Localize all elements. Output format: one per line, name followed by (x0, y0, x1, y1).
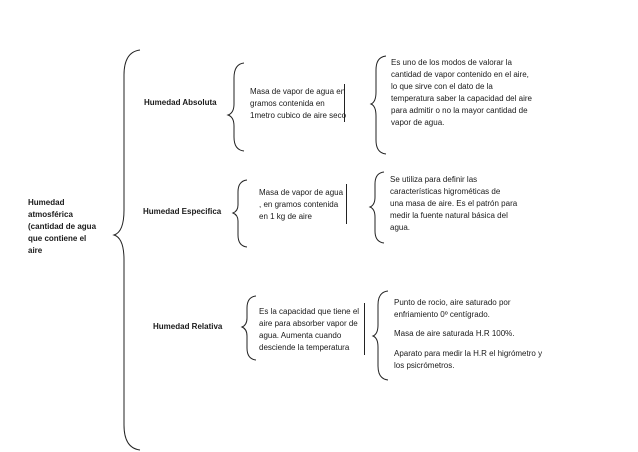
relativa-brace (240, 295, 257, 361)
definition-especifica: Masa de vapor de agua , en gramos conten… (259, 188, 344, 221)
branch-title-relativa: Humedad Relativa (153, 322, 223, 331)
especifica-def-bar (346, 184, 347, 224)
notes-relativa-2: Masa de aire saturada H.R 100%. (394, 329, 515, 338)
absoluta-brace (226, 62, 245, 152)
branch-title-absoluta: Humedad Absoluta (144, 98, 217, 107)
branch-title-especifica: Humedad Especifica (143, 207, 222, 216)
relativa-notes-brace (371, 290, 389, 381)
relativa-def-bar (364, 303, 365, 355)
definition-relativa: Es la capacidad que tiene el aire para a… (259, 307, 360, 352)
notes-relativa-1: Punto de rocio, aire saturado por enfria… (394, 298, 511, 319)
root-brace (112, 49, 141, 451)
notes-especifica: Se utiliza para definir las característi… (390, 175, 518, 232)
absoluta-def-bar (344, 84, 345, 122)
notes-absoluta: Es uno de los modos de valorar la cantid… (391, 58, 532, 127)
notes-relativa-3: Aparato para medir la H.R el higrómetro … (394, 349, 543, 370)
especifica-notes-brace (368, 171, 385, 244)
definition-absoluta: Masa de vapor de agua en gramos contenid… (250, 87, 347, 120)
especifica-brace (231, 179, 248, 248)
absoluta-notes-brace (369, 55, 387, 155)
root-label: Humedad atmosférica (cantidad de agua qu… (28, 198, 97, 255)
